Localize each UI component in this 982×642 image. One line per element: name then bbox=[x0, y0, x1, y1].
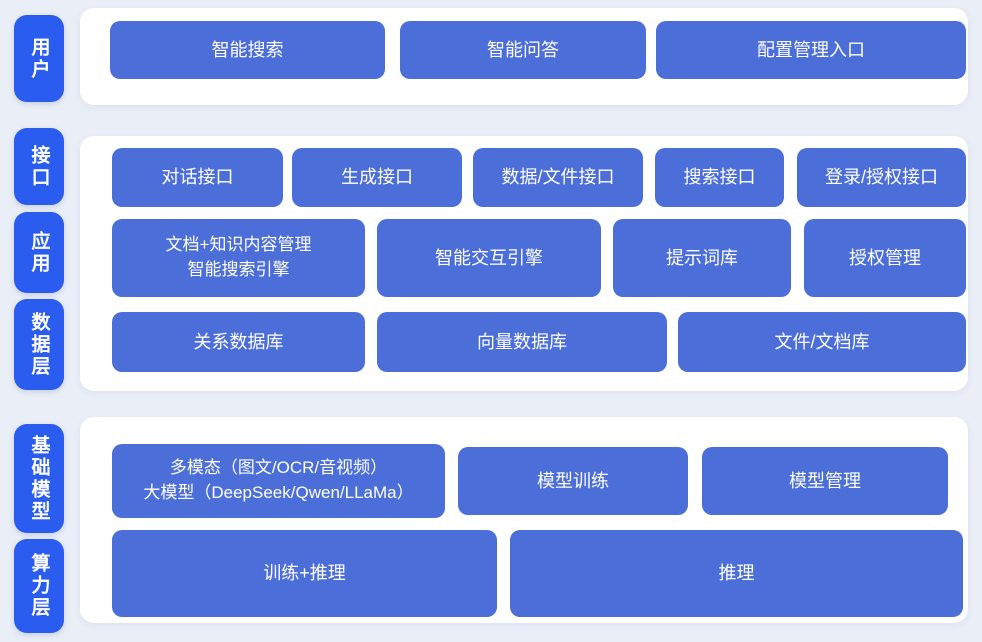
layer-label-data: 数据层 bbox=[14, 299, 64, 390]
layer-label-compute: 算力层 bbox=[14, 539, 64, 633]
block-interaction-engine: 智能交互引擎 bbox=[377, 219, 601, 297]
block-multimodal-llm: 多模态（图文/OCR/音视频） 大模型（DeepSeek/Qwen/LLaMa） bbox=[112, 444, 445, 518]
block-model-training: 模型训练 bbox=[458, 447, 688, 515]
block-doc-knowledge-search-engine: 文档+知识内容管理 智能搜索引擎 bbox=[112, 219, 365, 297]
block-prompt-library: 提示词库 bbox=[613, 219, 791, 297]
block-dialog-api: 对话接口 bbox=[112, 148, 283, 207]
block-smart-search: 智能搜索 bbox=[110, 21, 385, 79]
block-smart-qa: 智能问答 bbox=[400, 21, 646, 79]
block-model-management: 模型管理 bbox=[702, 447, 948, 515]
block-login-auth-api: 登录/授权接口 bbox=[797, 148, 966, 207]
block-generate-api: 生成接口 bbox=[292, 148, 462, 207]
block-auth-management: 授权管理 bbox=[804, 219, 966, 297]
block-file-doc-store: 文件/文档库 bbox=[678, 312, 966, 372]
layer-label-interface: 接口 bbox=[14, 128, 64, 205]
block-inference: 推理 bbox=[510, 530, 963, 617]
block-search-api: 搜索接口 bbox=[655, 148, 784, 207]
block-data-file-api: 数据/文件接口 bbox=[473, 148, 643, 207]
layer-label-user: 用户 bbox=[14, 15, 64, 102]
block-vector-db: 向量数据库 bbox=[377, 312, 667, 372]
block-training-inference: 训练+推理 bbox=[112, 530, 497, 617]
layer-label-application: 应用 bbox=[14, 212, 64, 293]
layer-label-base-model: 基础模型 bbox=[14, 424, 64, 533]
block-config-entry: 配置管理入口 bbox=[656, 21, 966, 79]
block-relational-db: 关系数据库 bbox=[112, 312, 365, 372]
